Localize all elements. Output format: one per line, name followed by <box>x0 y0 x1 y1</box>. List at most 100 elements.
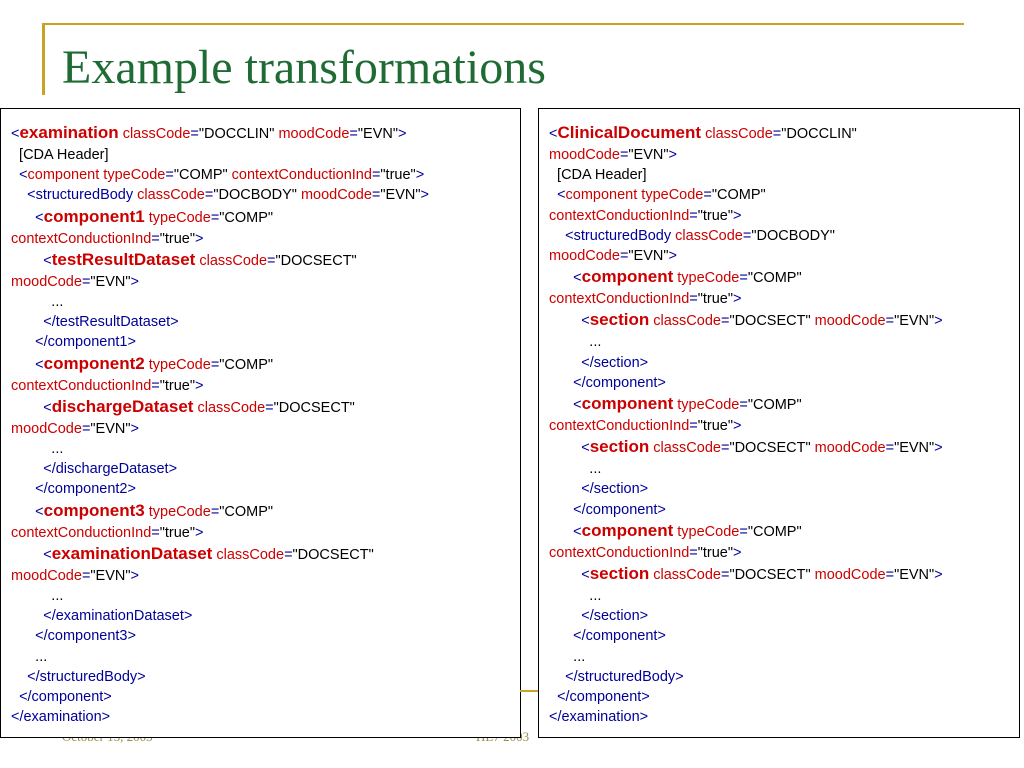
markup-punctuation: < <box>573 270 582 287</box>
code-line: moodCode="EVN"> <box>11 419 520 439</box>
code-line: </component> <box>11 687 520 707</box>
markup-punctuation: = <box>885 440 895 457</box>
literal-text: "COMP" <box>747 397 802 414</box>
literal-text: "true" <box>697 207 734 224</box>
attribute-name: component typeCode <box>565 187 704 204</box>
markup-punctuation: </component> <box>19 689 112 706</box>
markup-punctuation: < <box>581 313 590 330</box>
literal-text <box>549 228 565 244</box>
literal-text: "EVN" <box>90 420 131 437</box>
code-line: <structuredBody classCode="DOCBODY" <box>549 226 1019 246</box>
code-line: contextConductionInd="true"> <box>549 543 1019 563</box>
literal-text: ... <box>549 461 602 478</box>
markup-punctuation: = <box>265 399 274 416</box>
literal-text <box>11 167 19 183</box>
code-line: ... <box>11 586 520 606</box>
code-line: </component2> <box>11 479 520 499</box>
markup-punctuation: = <box>689 207 698 224</box>
code-line: contextConductionInd="true"> <box>11 229 520 249</box>
markup-punctuation: = <box>720 440 730 457</box>
code-line: </section> <box>549 606 1019 626</box>
literal-text <box>549 313 581 329</box>
literal-text <box>549 628 573 644</box>
markup-punctuation: </section> <box>581 354 649 371</box>
code-line: contextConductionInd="true"> <box>549 206 1019 226</box>
attribute-name: contextConductionInd <box>549 291 690 308</box>
literal-text: "DOCCLIN" <box>781 126 857 142</box>
attribute-name: typeCode <box>673 270 740 287</box>
element-keyword: component3 <box>43 500 145 520</box>
literal-text <box>11 400 43 416</box>
markup-punctuation: = <box>739 270 748 287</box>
code-line: ... <box>549 586 1019 606</box>
markup-punctuation: < <box>581 567 590 584</box>
literal-text: "EVN" <box>90 273 131 290</box>
literal-text: ... <box>549 588 602 605</box>
literal-text: ... <box>549 648 586 665</box>
literal-text <box>11 314 43 330</box>
markup-punctuation: </component1> <box>35 334 136 351</box>
literal-text: "DOCSECT" <box>729 440 811 457</box>
attribute-name: classCode <box>675 227 743 244</box>
code-line: <examination classCode="DOCCLIN" moodCod… <box>11 122 520 145</box>
literal-text <box>549 481 581 497</box>
code-line: </examinationDataset> <box>11 606 520 626</box>
literal-text <box>549 669 565 685</box>
markup-punctuation: </component> <box>573 628 666 645</box>
markup-punctuation: = <box>742 227 752 244</box>
code-line: ... <box>11 439 520 459</box>
markup-punctuation: > <box>130 273 139 290</box>
attribute-name: moodCode <box>810 313 886 330</box>
markup-punctuation: </examination> <box>11 709 111 726</box>
literal-text: "true" <box>159 230 196 247</box>
markup-punctuation: </component> <box>557 689 650 706</box>
markup-punctuation: </component> <box>573 374 666 391</box>
attribute-name: contextConductionInd <box>549 418 690 435</box>
code-line: <examinationDataset classCode="DOCSECT" <box>11 543 520 566</box>
literal-text <box>549 567 581 583</box>
literal-text: ... <box>11 294 64 311</box>
markup-punctuation: </examinationDataset> <box>43 608 193 625</box>
literal-text <box>11 334 35 350</box>
literal-text <box>549 270 573 286</box>
literal-text <box>11 481 35 497</box>
code-line: contextConductionInd="true"> <box>11 523 520 543</box>
code-line: </examination> <box>549 707 1019 727</box>
accent-line-vertical <box>42 23 45 95</box>
code-line: </structuredBody> <box>11 667 520 687</box>
literal-text: "true" <box>697 544 734 561</box>
element-keyword: ClinicalDocument <box>557 123 702 142</box>
markup-punctuation: </component2> <box>35 481 136 498</box>
code-line: [CDA Header] <box>549 165 1019 185</box>
literal-text: "EVN" <box>357 126 398 142</box>
markup-punctuation: < <box>43 399 52 416</box>
attribute-name: typeCode <box>144 209 211 226</box>
literal-text: ... <box>549 334 602 351</box>
element-keyword: component <box>581 267 674 287</box>
literal-text: "EVN" <box>894 440 935 457</box>
literal-text: [CDA Header] <box>549 167 647 184</box>
code-line: <component2 typeCode="COMP" <box>11 353 520 376</box>
literal-text: "true" <box>697 418 734 435</box>
code-line: </dischargeDataset> <box>11 459 520 479</box>
literal-text: "COMP" <box>219 209 274 226</box>
code-line: contextConductionInd="true"> <box>549 289 1019 309</box>
markup-punctuation: < <box>549 126 558 142</box>
attribute-name: classCode <box>649 313 721 330</box>
markup-punctuation: < <box>35 503 44 520</box>
markup-punctuation: < <box>35 356 44 373</box>
markup-punctuation: > <box>195 524 204 541</box>
literal-text: "DOCCLIN" <box>198 126 275 142</box>
accent-line-horizontal <box>42 23 964 25</box>
code-line: </component1> <box>11 332 520 352</box>
markup-punctuation: = <box>689 418 698 435</box>
attribute-name: classCode <box>701 126 773 142</box>
markup-punctuation: > <box>195 230 204 247</box>
markup-punctuation: > <box>130 567 139 584</box>
markup-punctuation: > <box>934 567 943 584</box>
attribute-name: contextConductionInd <box>11 377 152 394</box>
literal-text <box>11 504 35 520</box>
markup-punctuation: < <box>35 209 44 226</box>
markup-punctuation: = <box>165 167 174 184</box>
attribute-name: contextConductionInd <box>11 524 152 541</box>
